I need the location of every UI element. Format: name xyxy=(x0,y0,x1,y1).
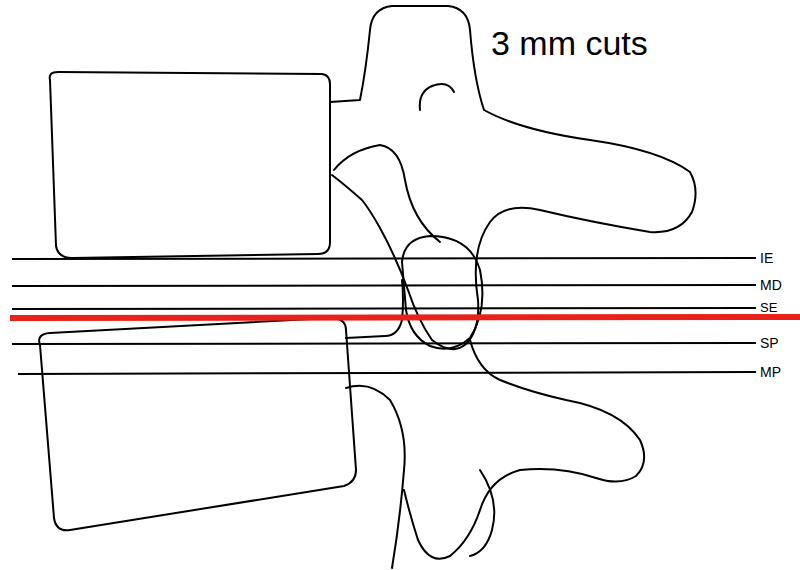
cut-line xyxy=(12,308,756,309)
cut-label: SP xyxy=(759,336,780,350)
facet-joint xyxy=(402,236,482,349)
posterior-elements xyxy=(330,6,696,349)
vertebral-body xyxy=(39,318,356,530)
cut-label: IE xyxy=(759,251,774,265)
articular-process xyxy=(470,470,494,556)
facet-outline xyxy=(420,84,454,110)
vertebral-body xyxy=(50,72,330,258)
posterior-elements xyxy=(346,280,644,568)
cut-label: MP xyxy=(759,365,782,379)
cut-line xyxy=(12,343,756,344)
lamina-outline xyxy=(334,145,440,242)
cut-label: MD xyxy=(759,278,783,292)
cut-line xyxy=(12,258,756,259)
figure-note: 3 mm cuts xyxy=(490,26,649,60)
cut-label: SE xyxy=(759,301,778,314)
selected-cut-line xyxy=(10,317,800,318)
cut-line xyxy=(18,372,756,374)
cut-line xyxy=(12,285,756,286)
